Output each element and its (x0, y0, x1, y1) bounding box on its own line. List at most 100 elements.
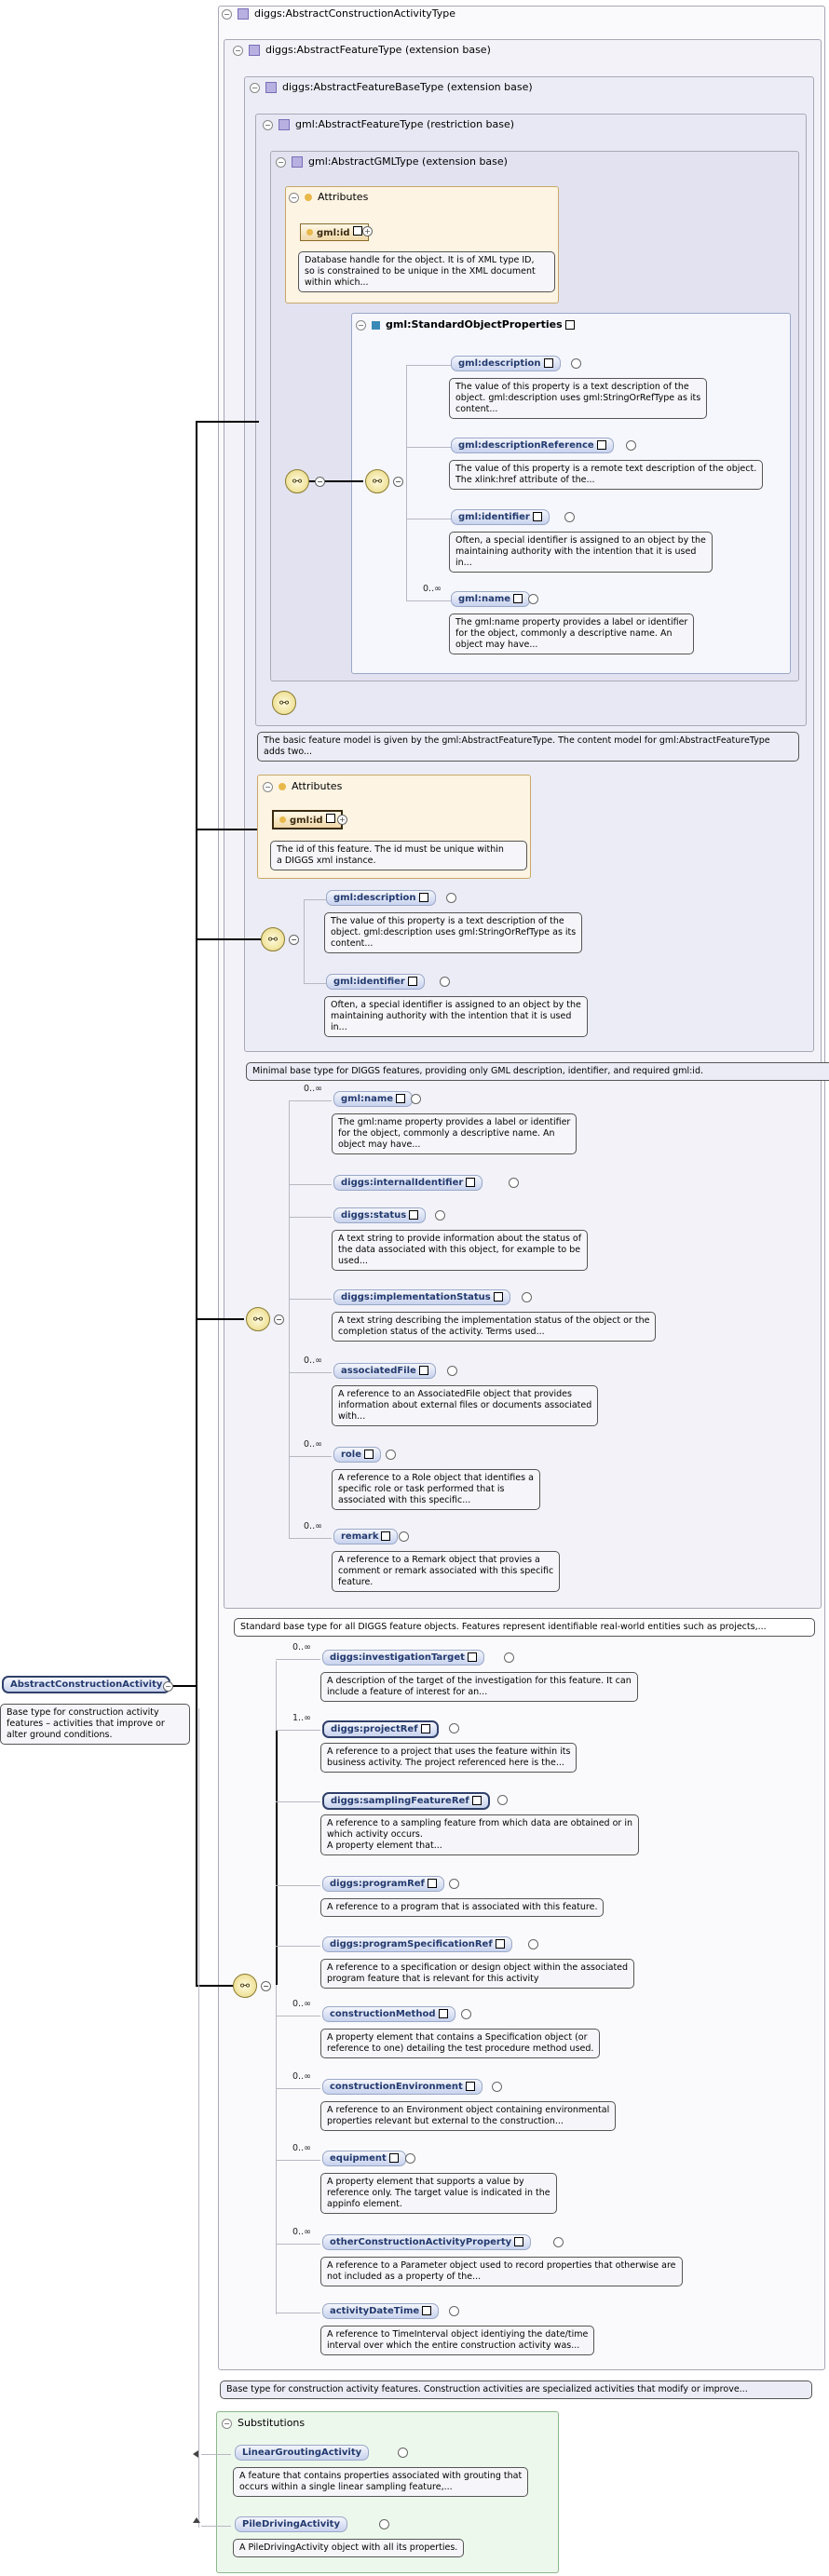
link-icon[interactable] (532, 512, 542, 521)
collapse-toggle-icon[interactable]: − (222, 2418, 232, 2429)
expand-icon[interactable] (448, 2306, 459, 2316)
root-element[interactable]: AbstractConstructionActivity (2, 1676, 171, 1693)
collapse-toggle-icon[interactable]: − (356, 319, 366, 330)
element-diggs-implementationstatus[interactable]: diggs:implementationStatus (333, 1289, 510, 1305)
collapse-toggle-icon[interactable]: − (263, 781, 273, 792)
element-lineargroutingactivity[interactable]: LinearGroutingActivity (235, 2445, 370, 2461)
collapse-toggle-icon[interactable]: − (289, 192, 299, 203)
expand-icon[interactable] (447, 1366, 458, 1376)
sequence-icon[interactable]: ⚯ (365, 469, 389, 493)
link-icon[interactable] (438, 2009, 448, 2018)
link-icon[interactable] (467, 1652, 477, 1662)
attributes-header[interactable]: −Attributes (263, 780, 342, 792)
sequence-icon[interactable]: ⚯ (261, 927, 285, 951)
link-icon[interactable] (596, 440, 606, 450)
element-gml-identifier[interactable]: gml:identifier (326, 974, 425, 990)
sequence-icon[interactable]: ⚯ (272, 691, 296, 715)
expand-icon[interactable] (552, 2237, 564, 2247)
expand-icon[interactable] (435, 1210, 446, 1221)
link-icon[interactable] (564, 320, 575, 330)
element-otherconstructionactivityproperty[interactable]: otherConstructionActivityProperty (322, 2234, 532, 2250)
expand-icon[interactable] (398, 2448, 409, 2458)
expand-icon[interactable] (491, 2082, 502, 2092)
element-constructionenvironment[interactable]: constructionEnvironment (322, 2079, 482, 2095)
sequence-icon[interactable]: ⚯ (233, 1974, 257, 1998)
element-equipment[interactable]: equipment (322, 2151, 406, 2166)
element-remark[interactable]: remark (333, 1529, 399, 1544)
attribute-gml-id[interactable]: gml:id (272, 810, 343, 829)
element-diggs-programref[interactable]: diggs:programRef (322, 1876, 444, 1892)
expand-icon[interactable] (448, 1723, 459, 1733)
expand-icon[interactable] (398, 1531, 409, 1542)
attribute-gml-id[interactable]: gml:id (300, 223, 369, 241)
link-icon[interactable] (543, 358, 553, 368)
type-header-feature-base[interactable]: −diggs:AbstractFeatureBaseType (extensio… (250, 81, 533, 93)
link-icon[interactable] (495, 1939, 505, 1949)
element-diggs-internalidentifier[interactable]: diggs:internalIdentifier (333, 1175, 483, 1191)
collapse-toggle-icon[interactable]: − (163, 1681, 173, 1692)
expand-icon[interactable] (460, 2009, 471, 2019)
collapse-toggle-icon[interactable]: − (315, 477, 325, 487)
expand-icon[interactable] (564, 512, 576, 522)
link-icon[interactable] (427, 1879, 437, 1888)
attributes-header[interactable]: −Attributes (289, 191, 368, 203)
collapse-toggle-icon[interactable]: − (261, 1981, 271, 1991)
group-header-standard-object-properties[interactable]: −gml:StandardObjectProperties (356, 318, 575, 330)
link-icon[interactable] (471, 1796, 482, 1805)
type-header-construction-activity[interactable]: −diggs:AbstractConstructionActivityType (222, 7, 455, 20)
link-icon[interactable] (396, 1094, 406, 1103)
element-activitydatetime[interactable]: activityDateTime (322, 2303, 440, 2319)
expand-icon[interactable] (497, 1795, 509, 1805)
expand-icon[interactable] (379, 2519, 390, 2529)
expand-icon[interactable] (446, 893, 456, 903)
substitutions-header[interactable]: −Substitutions (222, 2417, 305, 2429)
expand-icon[interactable] (626, 440, 637, 451)
element-gml-name[interactable]: gml:name (451, 591, 531, 607)
expand-icon[interactable] (410, 1094, 421, 1104)
expand-icon[interactable] (440, 977, 451, 987)
element-role[interactable]: role (333, 1447, 382, 1463)
link-icon[interactable] (514, 2237, 524, 2246)
element-gml-descriptionreference[interactable]: gml:descriptionReference (451, 438, 614, 453)
link-icon[interactable] (325, 814, 335, 823)
collapse-toggle-icon[interactable]: − (263, 119, 273, 130)
collapse-toggle-icon[interactable]: − (289, 935, 299, 945)
element-diggs-programspecificationref[interactable]: diggs:programSpecificationRef (322, 1936, 512, 1952)
link-icon[interactable] (352, 226, 362, 236)
collapse-toggle-icon[interactable]: − (250, 82, 260, 93)
link-icon[interactable] (420, 1724, 430, 1733)
element-diggs-status[interactable]: diggs:status (333, 1207, 427, 1223)
link-icon[interactable] (381, 1531, 391, 1541)
collapse-toggle-icon[interactable]: − (222, 8, 232, 20)
expand-icon[interactable] (521, 1292, 532, 1302)
expand-icon[interactable] (509, 1178, 520, 1188)
link-icon[interactable] (422, 2306, 432, 2315)
element-associatedfile[interactable]: associatedFile (333, 1363, 436, 1379)
type-header-feature[interactable]: −diggs:AbstractFeatureType (extension ba… (233, 44, 491, 56)
link-icon[interactable] (493, 1292, 503, 1301)
element-gml-description[interactable]: gml:description (326, 890, 436, 906)
element-diggs-samplingfeatureref[interactable]: diggs:samplingFeatureRef (322, 1792, 490, 1810)
element-gml-description[interactable]: gml:description (451, 356, 561, 371)
expand-icon[interactable] (571, 358, 581, 369)
element-constructionmethod[interactable]: constructionMethod (322, 2006, 455, 2022)
link-icon[interactable] (418, 1366, 428, 1375)
element-diggs-projectref[interactable]: diggs:projectRef (322, 1720, 439, 1738)
type-header-gml[interactable]: −gml:AbstractGMLType (extension base) (276, 155, 508, 168)
link-icon[interactable] (465, 2082, 475, 2091)
collapse-toggle-icon[interactable]: − (274, 1315, 284, 1325)
element-gml-name[interactable]: gml:name (333, 1091, 414, 1107)
link-icon[interactable] (513, 594, 523, 603)
expand-icon[interactable]: + (362, 226, 373, 236)
link-icon[interactable] (409, 1210, 419, 1220)
expand-icon[interactable] (405, 2153, 416, 2164)
collapse-toggle-icon[interactable]: − (393, 477, 403, 487)
element-diggs-investigationtarget[interactable]: diggs:investigationTarget (322, 1650, 484, 1666)
expand-icon[interactable] (528, 1939, 539, 1949)
collapse-toggle-icon[interactable]: − (233, 45, 243, 56)
link-icon[interactable] (364, 1450, 374, 1459)
expand-icon[interactable] (527, 594, 538, 604)
link-icon[interactable] (407, 977, 417, 986)
expand-icon[interactable] (386, 1450, 397, 1460)
link-icon[interactable] (418, 893, 428, 902)
